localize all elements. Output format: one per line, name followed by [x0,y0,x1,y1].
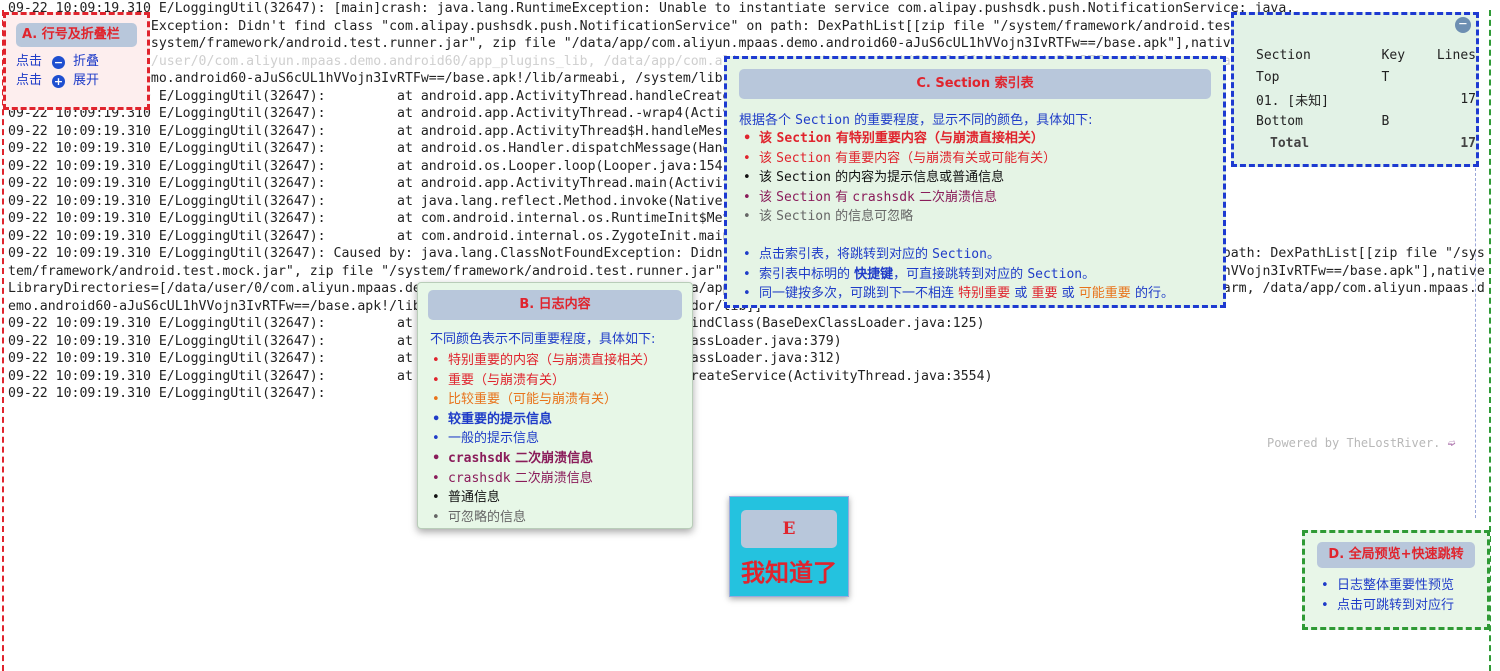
total-lines: 17 [1460,135,1476,151]
got-it-label: 我知道了 [741,559,837,587]
section-index[interactable]: − Section Key Lines Top T 01. [未知] 17 Bo… [1231,12,1479,167]
tip-item: 点击可跳转到对应行 [1317,596,1475,616]
log-line: 09-22 10:09:19.310 E/LoggingUtil(32647):… [8,158,731,174]
legend-item: 比较重要（可能与崩溃有关） [428,390,682,410]
section-key: B [1381,113,1390,129]
section-index-table: Section Key Lines Top T 01. [未知] 17 Bott… [1256,44,1476,154]
section-lines [1422,66,1476,88]
section-row-total: Total 17 [1256,132,1476,154]
tips-list: 日志整体重要性预览 点击可跳转到对应行 [1317,576,1475,615]
legend-item: 该 Section 有 crashsdk 二次崩溃信息 [739,188,1211,208]
collapse-icon[interactable]: − [1455,17,1471,33]
minus-icon: − [52,56,66,69]
expand-hint: 点击 + 展开 [16,72,137,89]
crashsdk-keyword: crashsdk [448,450,511,466]
section-row-01[interactable]: 01. [未知] 17 [1256,88,1476,110]
callout-title: D. 全局预览+快速跳转 [1317,542,1475,568]
log-line: lang.ClassNotFoundException: Didn't find… [8,18,1279,34]
got-it-button[interactable]: E 我知道了 [729,496,849,597]
callout-intro: 根据各个 Section 的重要程度，显示不同的颜色，具体如下: [739,113,1093,128]
log-line: 09-22 10:09:19.310 E/LoggingUtil(32647):… [8,333,842,349]
legend-item: 该 Section 的信息可忽略 [739,207,1211,227]
section-row-bottom[interactable]: Bottom B [1256,110,1476,132]
section-key [1382,88,1422,110]
legend-item-text: 二次崩溃信息 [515,450,594,466]
hint-click: 点击 [16,54,43,69]
section-row-top[interactable]: Top T [1256,66,1476,88]
overview-strip[interactable] [1475,168,1476,518]
plus-icon: + [52,75,66,88]
legend-item: 该 Section 有特别重要内容（与崩溃直接相关） [739,129,1211,149]
tip-item: 日志整体重要性预览 [1317,576,1475,596]
legend-list: 特别重要的内容（与崩溃直接相关） 重要（与崩溃有关） 比较重要（可能与崩溃有关）… [428,351,682,527]
section-lines [1422,110,1476,132]
powered-by: Powered by TheLostRiver. ➫ [1267,436,1455,451]
log-line: 09-22 10:09:19.310 E/LoggingUtil(32647):… [8,351,842,366]
hint-action: 折叠 [73,54,100,69]
callout-line-numbers: A. 行号及折叠栏 点击−折叠 点击 + 展开 [3,12,150,110]
col-key: Key [1381,47,1406,63]
legend-item: 该 Section 的内容为提示信息或普通信息 [739,168,1211,188]
callout-title: B. 日志内容 [428,290,682,320]
legend-item: 较重要的提示信息 [428,410,682,430]
tip-item: 点击索引表，将跳转到对应的 Section。 [739,245,1211,265]
col-section: Section [1256,47,1311,63]
legend-list: 该 Section 有特别重要内容（与崩溃直接相关） 该 Section 有重要… [739,129,1211,227]
legend-item: crashsdk 二次崩溃信息 [428,449,682,469]
legend-item-text: 二次崩溃信息 [514,470,593,486]
callout-section-index: C. Section 索引表 根据各个 Section 的重要程度，显示不同的颜… [724,56,1226,308]
shortcut-key: E [741,510,837,548]
right-outline [1489,10,1491,671]
log-line: 09-22 10:09:19.310 E/LoggingUtil(32647):… [8,1,1295,16]
total-label: Total [1270,135,1310,151]
legend-item: 重要（与崩溃有关） [428,371,682,391]
powered-by-text: Powered by TheLostRiver. [1267,436,1441,450]
section-name: 01. [未知] [1256,93,1329,109]
log-line: 09-22 10:09:19.310 E/LoggingUtil(32647):… [8,368,993,384]
crashsdk-keyword: crashsdk [448,470,511,486]
section-name: Top [1256,69,1280,85]
callout-log-content: B. 日志内容 不同颜色表示不同重要程度，具体如下: 特别重要的内容（与崩溃直接… [417,282,693,529]
legend-item: 一般的提示信息 [428,429,682,449]
log-line: 09-22 10:09:19.310 E/LoggingUtil(32647):… [8,316,985,331]
legend-item: 可忽略的信息 [428,508,682,528]
callout-title: C. Section 索引表 [739,69,1211,99]
col-lines: Lines [1436,47,1476,63]
section-lines: 17 [1460,91,1476,107]
hint-action: 展开 [73,73,100,88]
section-name: Bottom [1256,113,1303,129]
collapse-hint: 点击−折叠 [16,53,137,70]
tips-list: 点击索引表，将跳转到对应的 Section。 索引表中标明的 快捷键，可直接跳转… [739,245,1211,304]
callout-overview: D. 全局预览+快速跳转 日志整体重要性预览 点击可跳转到对应行 [1302,530,1490,630]
total-key [1382,132,1422,154]
log-line: 09-22 10:09:19.310 E/LoggingUtil(32647): [8,386,326,401]
arrow-icon: ➫ [1447,436,1456,451]
tip-item: 同一键按多次，可跳到下一不相连 特别重要 或 重要 或 可能重要 的行。 [739,284,1211,304]
legend-item: 特别重要的内容（与崩溃直接相关） [428,351,682,371]
hint-click: 点击 [16,73,43,88]
callout-title: A. 行号及折叠栏 [16,23,137,47]
left-outline [2,10,4,671]
callout-intro: 不同颜色表示不同重要程度，具体如下: [430,332,656,347]
section-key: T [1381,69,1390,85]
tip-item: 索引表中标明的 快捷键，可直接跳转到对应的 Section。 [739,265,1211,285]
legend-item: 普通信息 [428,488,682,508]
legend-item: 该 Section 有重要内容（与崩溃有关或可能有关） [739,149,1211,169]
log-line: 09-22 10:09:19.310 E/LoggingUtil(32647):… [8,193,787,209]
legend-item: crashsdk 二次崩溃信息 [428,469,682,489]
